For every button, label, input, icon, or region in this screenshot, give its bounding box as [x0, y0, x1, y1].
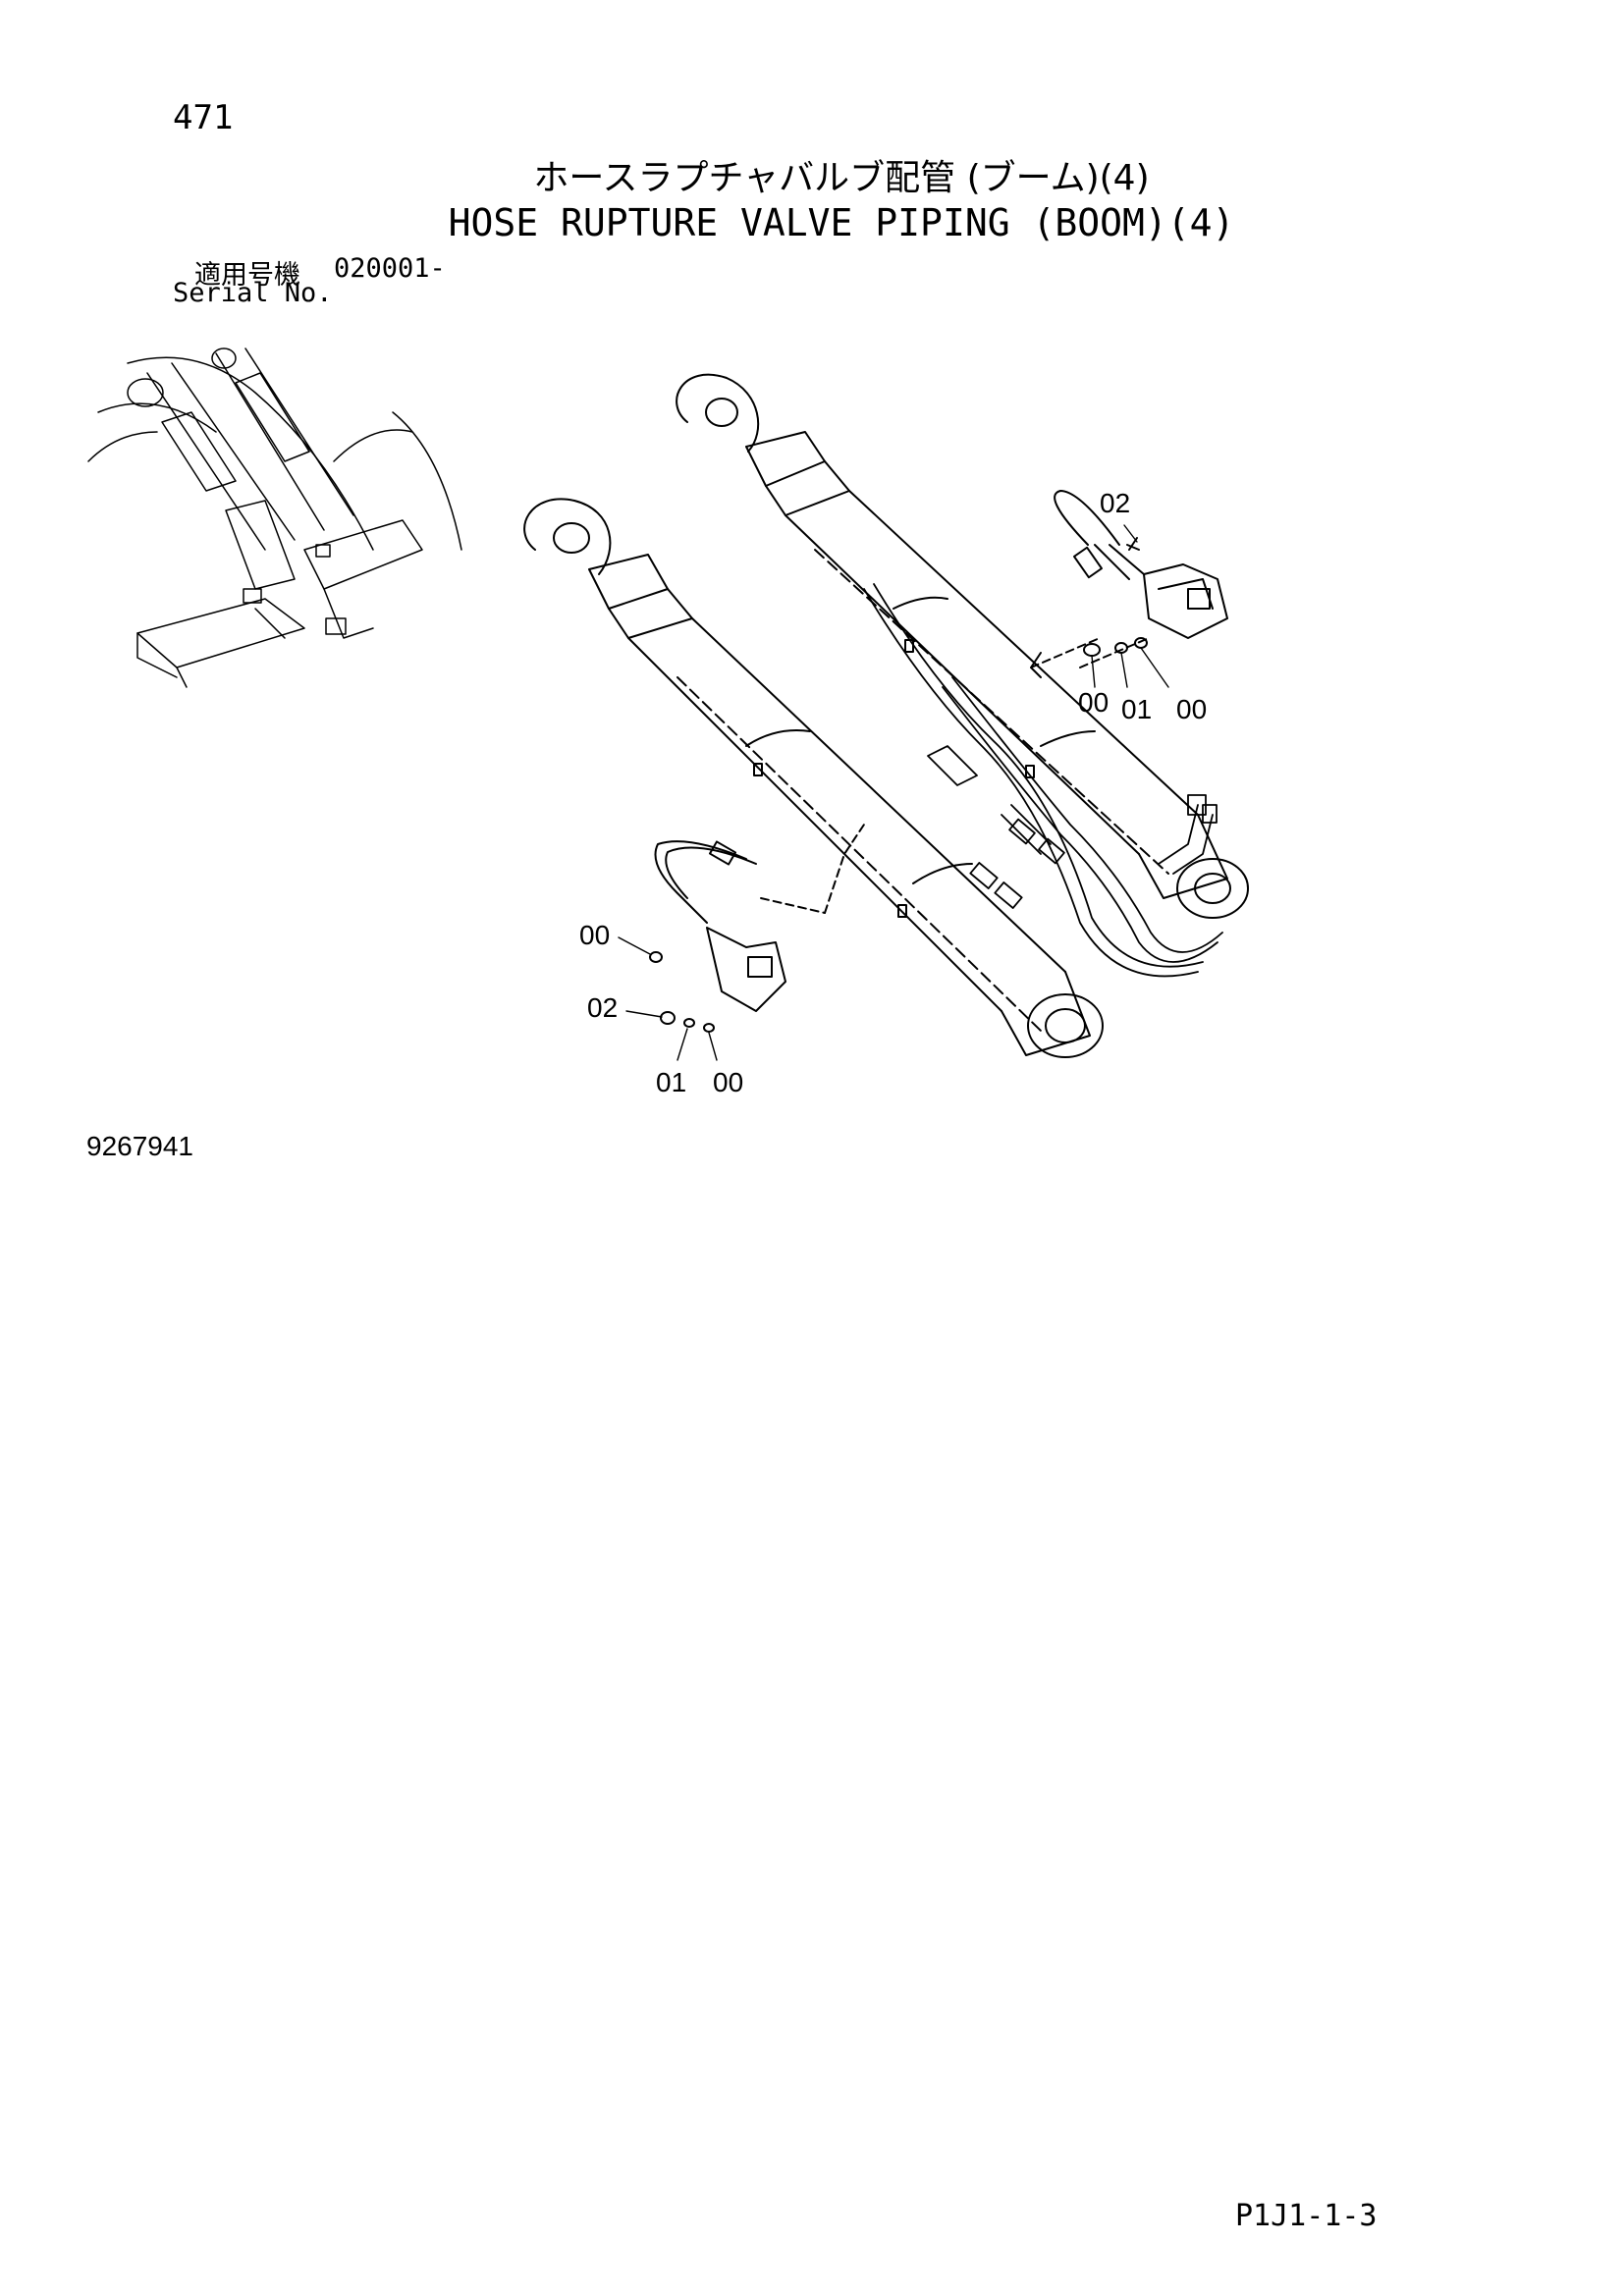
- callout-upper-02: 02: [1100, 488, 1130, 518]
- callout-lower-02: 02: [587, 992, 618, 1023]
- footer-reference: P1J1-1-3: [1235, 2199, 1378, 2233]
- hose-rupture-valve-upper: [1030, 490, 1228, 678]
- page-title-english: HOSE RUPTURE VALVE PIPING (BOOM)(4): [448, 201, 1235, 244]
- callout-lower-00-bottom: 00: [713, 1067, 743, 1097]
- serial-label-japanese: 適用号機: [194, 260, 300, 291]
- leader-lines: [618, 524, 1169, 1061]
- hose-rupture-valve-lower: [649, 824, 865, 1033]
- callout-upper-01: 01: [1121, 694, 1152, 724]
- serial-number-value: 020001-: [334, 253, 446, 284]
- serial-label-english: Serial No.: [173, 278, 333, 308]
- document-code: 9267941: [86, 1131, 194, 1161]
- boom-cylinder-left: [523, 498, 1104, 1058]
- callout-upper-00-right: 00: [1176, 694, 1207, 724]
- callout-lower-01: 01: [656, 1067, 686, 1097]
- callout-upper-00-left: 00: [1078, 687, 1109, 718]
- callout-lower-00-top: 00: [579, 920, 610, 950]
- hydraulic-hoses: [863, 583, 1223, 978]
- location-thumbnail: [87, 347, 462, 688]
- boom-cylinder-right: [676, 373, 1249, 919]
- page-title-japanese: ホースラプチャバルブ配管 (ブーム)(4): [533, 158, 1150, 198]
- page-number: 471: [173, 98, 234, 137]
